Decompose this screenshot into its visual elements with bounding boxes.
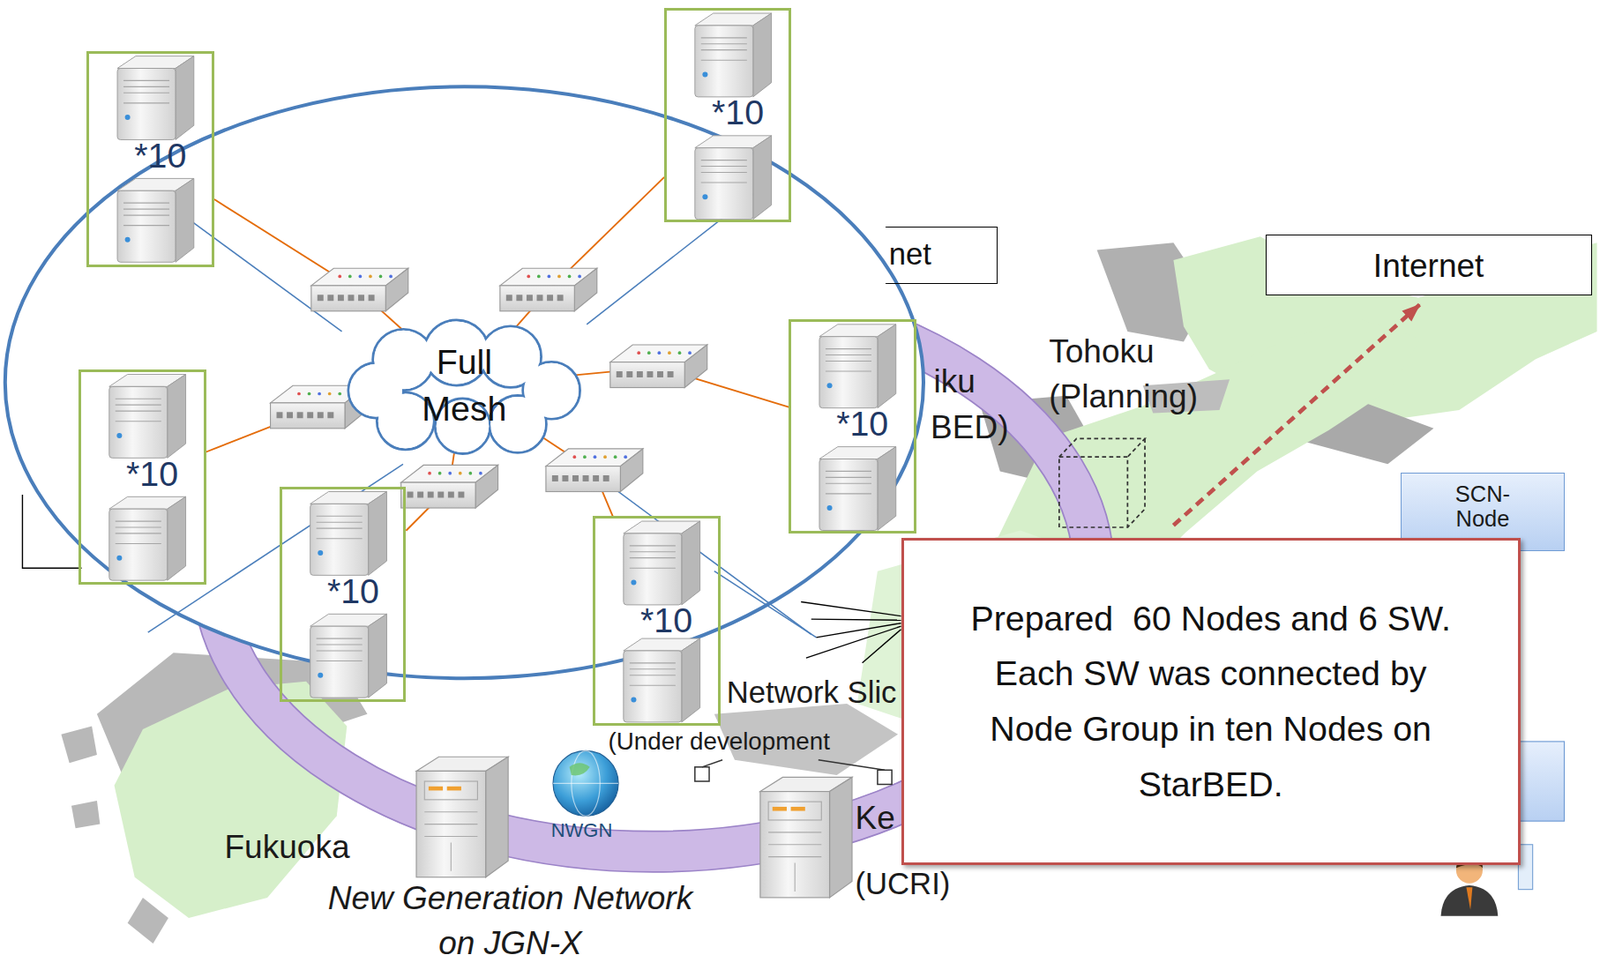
- leader-line: [702, 760, 723, 768]
- switch-icon: [401, 464, 499, 509]
- map-label: (UCRI): [854, 867, 950, 903]
- planned-node-cube: [1127, 438, 1145, 528]
- switch-icon: [270, 268, 708, 509]
- server-icon: [695, 135, 772, 220]
- server-icon: [310, 492, 388, 576]
- user-icon: [1441, 885, 1499, 917]
- link-to-callout: [862, 629, 902, 664]
- group-count: *10: [126, 456, 204, 493]
- switch-icon: [545, 448, 643, 493]
- label-holder: NWGN: [551, 819, 614, 842]
- site-server: [416, 756, 853, 898]
- server-icon: [109, 13, 897, 723]
- nwgn-globe: [553, 750, 619, 816]
- japan-map: [71, 800, 100, 829]
- map-label: Tohoku (Planning): [1048, 328, 1227, 419]
- server-icon: [623, 638, 701, 723]
- group-count: *10: [640, 602, 718, 639]
- label-holder: Ke: [854, 799, 895, 838]
- nwgn-globe: [569, 762, 591, 776]
- slice-marker: [877, 770, 892, 785]
- label-holder: New Generation Network on JGN-X: [311, 875, 710, 966]
- map-label: (Under development: [608, 727, 830, 756]
- internet-box: Internet: [1265, 234, 1593, 296]
- node-group-box: *10: [592, 515, 721, 726]
- server-icon: [117, 56, 195, 141]
- server-icon: [310, 613, 388, 698]
- cloud-label: Full Mesh: [413, 338, 516, 433]
- mesh-link: [214, 199, 406, 333]
- japan-map: [60, 726, 97, 764]
- site-server: [760, 777, 853, 898]
- map-label: Fukuoka: [224, 828, 351, 867]
- server-icon: [623, 521, 701, 606]
- map-label: Network Slic: [726, 675, 898, 711]
- map-label: New Generation Network on JGN-X: [311, 875, 710, 966]
- node-group-box: *10: [664, 7, 791, 223]
- label-holder: Network Slic: [726, 675, 898, 711]
- mesh-wire: [148, 188, 817, 638]
- leader-line: [818, 760, 885, 771]
- site-server: [416, 756, 509, 877]
- mesh-wire: [148, 463, 404, 633]
- label-holder: Tohoku (Planning): [1048, 328, 1227, 419]
- map-label: BED): [930, 408, 1009, 447]
- nwgn-globe: [553, 783, 619, 785]
- internet-uplink-arrow: [1173, 304, 1421, 526]
- planned-node-cube: [1059, 456, 1129, 528]
- map-label: iku: [934, 362, 976, 401]
- node-group-box: *10: [86, 51, 215, 268]
- server-icon: [109, 496, 187, 581]
- switch-icon: [500, 268, 598, 312]
- starbed-overlay-ellipse: [5, 86, 924, 679]
- link-to-callout: [800, 601, 901, 616]
- japan-map: [114, 681, 348, 919]
- group-count: *10: [711, 94, 789, 131]
- group-count: *10: [327, 573, 404, 610]
- switch-icon: [610, 344, 708, 389]
- box-label: SCN-Node: [1450, 481, 1515, 531]
- link-to-callout: [811, 619, 902, 621]
- slice-marker: [695, 767, 710, 782]
- label-holder: iku: [934, 362, 976, 401]
- link-to-callout: [800, 601, 901, 663]
- box-label: Internet: [1373, 246, 1485, 285]
- planned-node-cube: [1059, 438, 1145, 457]
- label-holder: Fukuoka: [224, 828, 351, 867]
- full-mesh-cloud: Full Mesh: [342, 314, 588, 457]
- box-label: net: [889, 227, 998, 281]
- label-holder: (Under development: [608, 727, 830, 756]
- mesh-wire: [714, 571, 817, 638]
- user-icon: [1465, 887, 1473, 910]
- node-group-box: *10: [279, 486, 406, 703]
- server-icon: [117, 178, 195, 262]
- planned-node-cube: [1059, 438, 1145, 528]
- label-holder: BED): [930, 408, 1009, 447]
- cloud-shape: [342, 314, 588, 457]
- user-icon: [1517, 844, 1533, 890]
- map-label: NWGN: [551, 819, 614, 842]
- group-count: *10: [836, 405, 914, 442]
- callout-text: Prepared 60 Nodes and 6 SW. Each SW was …: [957, 590, 1464, 814]
- node-group-box: *10: [78, 369, 207, 585]
- server-icon: [819, 324, 897, 409]
- network-box: net: [885, 226, 998, 285]
- switch-icon: [311, 268, 409, 312]
- japan-map: [127, 897, 169, 944]
- server-icon: [819, 447, 897, 531]
- callout-box: Prepared 60 Nodes and 6 SW. Each SW was …: [901, 538, 1521, 866]
- node-group-box: *10: [788, 319, 917, 534]
- cloud-shape: [349, 364, 402, 417]
- nwgn-globe: [553, 750, 619, 816]
- leader-line: [702, 760, 885, 771]
- map-label: Ke: [854, 799, 895, 838]
- slice-marker: [695, 767, 892, 786]
- label-holder: (UCRI): [854, 867, 950, 903]
- group-count: *10: [134, 137, 212, 174]
- server-icon: [695, 13, 772, 98]
- server-icon: [109, 374, 187, 459]
